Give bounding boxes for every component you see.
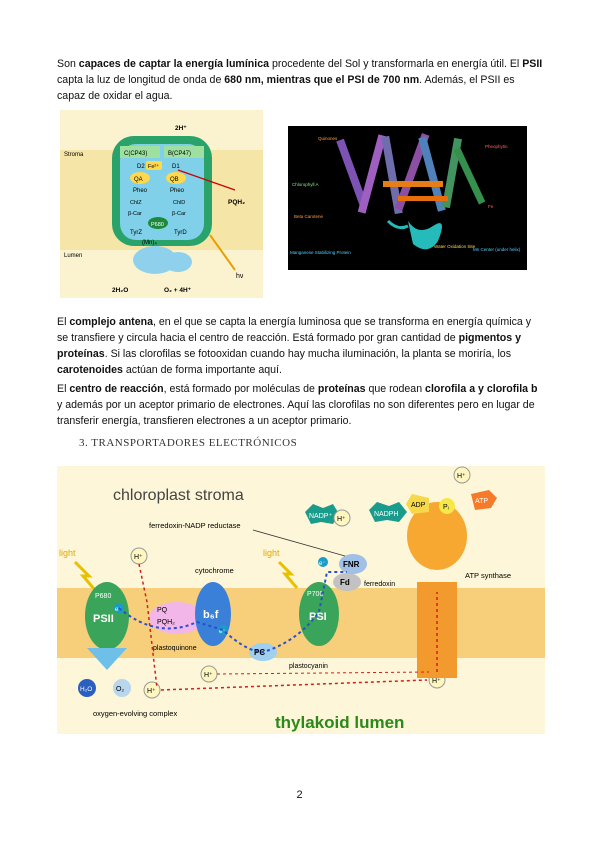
proton-label: 2H⁺ <box>175 125 187 132</box>
electron-psi: e⁻ <box>319 561 326 567</box>
electron-b6f: e⁻ <box>219 629 226 635</box>
stroma-label: Stroma <box>64 152 84 158</box>
atp-synthase-label: ATP synthase <box>465 571 511 580</box>
d1-label: D1 <box>172 164 180 170</box>
h-lumen-label-1: H⁺ <box>147 688 156 695</box>
antenna-complex-paragraph: El complejo antena, en el que se capta l… <box>57 316 532 376</box>
atp-label: ATP <box>475 498 488 505</box>
p680-label: P680 <box>151 222 164 228</box>
plastoquinone-label: plastoquinone <box>153 645 197 652</box>
d2-label: D2 <box>137 164 145 170</box>
oec-label: oxygen-evolving complex <box>93 709 177 718</box>
thylakoid-lumen-label: thylakoid lumen <box>275 713 404 732</box>
tyrz-label: TyrZ <box>130 230 142 236</box>
h-lumen-label-2: H⁺ <box>204 672 213 679</box>
psii-label: PSII <box>93 613 114 625</box>
mn-center-label: Mn Center (under helix) <box>473 247 521 252</box>
light-label-1: light <box>59 548 76 558</box>
cp43-label: C(CP43) <box>124 151 147 157</box>
cp47-label: B(CP47) <box>168 151 191 157</box>
h2o-label: H₂O <box>80 686 92 693</box>
oxygen-label: O₂ + 4H⁺ <box>164 287 192 294</box>
bcar-right-label: β-Car <box>172 211 186 217</box>
pi-label: Pᵢ <box>443 504 449 511</box>
b6f-label: b₆f <box>203 609 219 621</box>
light-label-2: light <box>263 548 280 558</box>
water-label: 2H₂O <box>112 287 128 294</box>
cytochrome-label: cytochrome <box>195 566 234 575</box>
adp-label: ADP <box>411 502 426 509</box>
lumen-label: Lumen <box>64 253 82 259</box>
fd-label: Fd <box>340 578 350 587</box>
ferredoxin-label: ferredoxin <box>364 581 395 588</box>
psii-schematic-figure: Stroma Lumen 2H⁺ C(CP43) B(CP47) D2 D1 F… <box>60 110 263 298</box>
quinones-label: Quinones <box>318 136 338 141</box>
beta-carotene-label: Beta Carotene <box>294 214 324 219</box>
pqh2-label: PQH₂ <box>157 619 175 626</box>
psii-structure-figure: Quinones Pheophytin Chlorophyll A Beta C… <box>288 126 527 270</box>
pc-label: PC <box>254 648 265 657</box>
chlz-label: ChlZ <box>130 200 142 206</box>
mn-label: (Mn)₄ <box>142 240 157 246</box>
intro-paragraph: Son capaces de captar la energía lumínic… <box>57 58 543 102</box>
pheophytin-label: Pheophytin <box>485 144 508 149</box>
nadp-label: NADP⁺ <box>309 513 332 520</box>
p700-label: P700 <box>307 591 323 598</box>
msp-label: Manganese Stabilizing Protein <box>290 250 351 255</box>
h-stroma-label: H⁺ <box>134 554 143 561</box>
fnr-enzyme-label: ferredoxin-NADP reductase <box>149 521 241 530</box>
electron-transport-figure: chloroplast stroma thylakoid lumen light… <box>57 462 545 734</box>
pqh2-label: PQH₂ <box>228 199 245 206</box>
plastocyanin-label: plastocyanin <box>289 663 328 670</box>
electron-psii: e⁻ <box>115 607 122 613</box>
page-number: 2 <box>296 789 303 801</box>
p680-label: P680 <box>95 593 111 600</box>
section-heading: 3. TRANSPORTADORES ELECTRÓNICOS <box>79 437 298 449</box>
reaction-center-paragraph: El centro de reacción, está formado por … <box>57 383 538 427</box>
nadph-label: NADPH <box>374 511 399 518</box>
hv-label: hν <box>236 273 244 280</box>
fnr-label: FNR <box>343 560 360 569</box>
chld-label: ChlD <box>173 200 185 206</box>
fe-label: Fe²⁺ <box>148 163 159 170</box>
h-atp-label: H⁺ <box>457 473 466 480</box>
pq-label: PQ <box>157 607 168 614</box>
water-oxidation-label: Water Oxidation Site <box>434 244 476 249</box>
bcar-left-label: β-Car <box>128 211 142 217</box>
pheo-right-label: Pheo <box>170 188 185 194</box>
chloroplast-stroma-label: chloroplast stroma <box>113 487 244 504</box>
h-stroma-nadp-label: H⁺ <box>337 516 346 523</box>
pheo-left-label: Pheo <box>133 188 148 194</box>
chlorophyll-a-label: Chlorophyll A <box>292 182 319 187</box>
fe-structure-label: Fe <box>488 204 494 209</box>
qb-label: QB <box>170 177 179 183</box>
h-lumen-label-3: H⁺ <box>432 678 441 685</box>
qa-label: QA <box>134 177 143 183</box>
o2-label: O₂ <box>116 686 124 693</box>
tyrd-label: TyrD <box>174 230 187 236</box>
